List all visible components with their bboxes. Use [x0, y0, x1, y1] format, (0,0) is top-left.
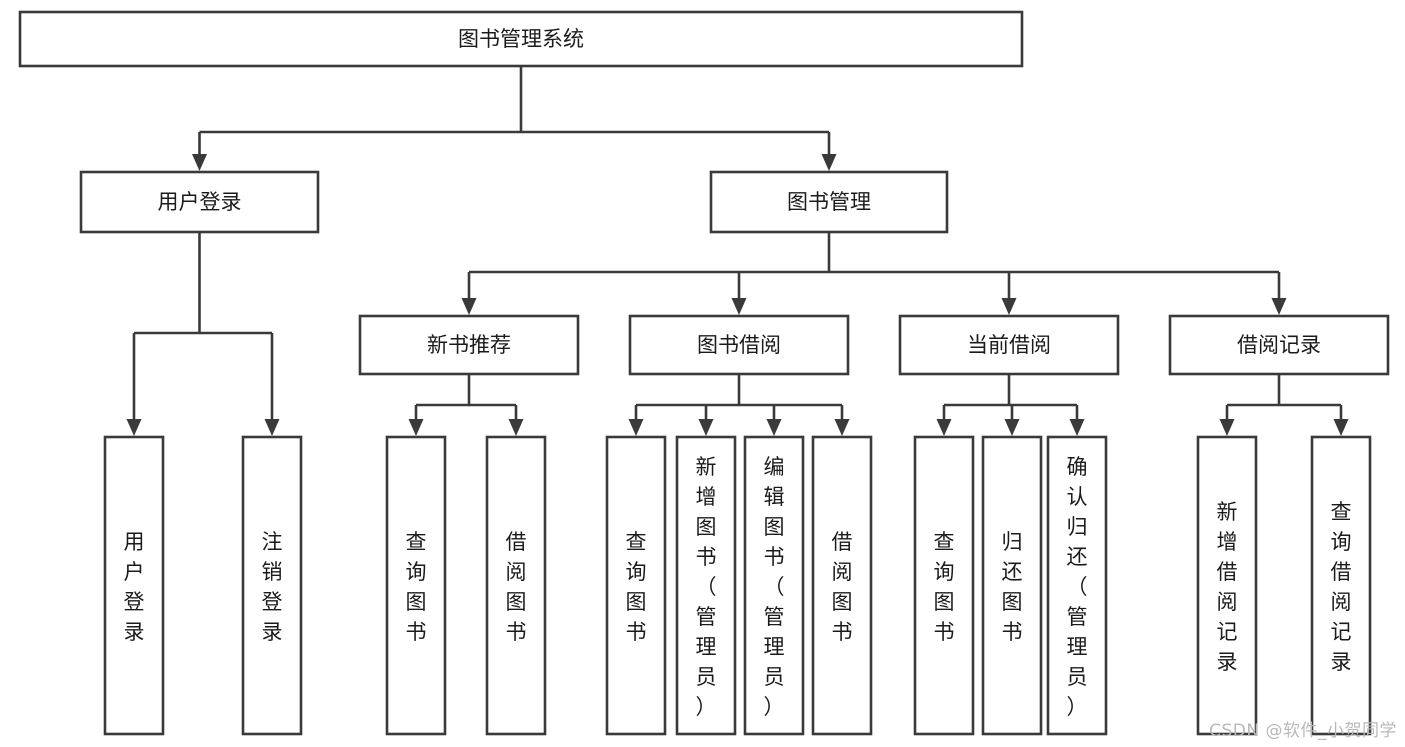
- node-label: 借阅记录: [1237, 333, 1321, 357]
- connector-group-borrow-record: [1219, 374, 1349, 436]
- node-leaf-user-login[interactable]: 用户登录: [103, 435, 165, 736]
- node-leaf-add-book[interactable]: 新增图书（管理员）: [675, 435, 737, 736]
- node-leaf-query-book-3[interactable]: 查询图书: [913, 435, 975, 736]
- node-leaf-edit-book[interactable]: 编辑图书（管理员）: [743, 435, 805, 736]
- node-label: 新增图书（管理员）: [696, 455, 717, 719]
- node-label: 图书管理系统: [458, 27, 584, 51]
- node-label: 图书管理: [787, 190, 871, 214]
- node-label: 借阅图书: [506, 530, 527, 644]
- connector-group-user-login: [126, 232, 280, 436]
- node-label: 用户登录: [158, 190, 242, 214]
- node-user-login[interactable]: 用户登录: [79, 170, 320, 234]
- node-current-borrow[interactable]: 当前借阅: [898, 314, 1120, 376]
- connector-group-book-manage: [461, 232, 1287, 315]
- connector-group-root: [192, 66, 837, 171]
- connector-group-current-borrow: [936, 374, 1085, 436]
- node-leaf-borrow-book-2[interactable]: 借阅图书: [811, 435, 873, 736]
- node-label: 编辑图书（管理员）: [764, 455, 785, 719]
- node-book-manage[interactable]: 图书管理: [709, 170, 949, 234]
- node-label: 归还图书: [1002, 530, 1023, 644]
- node-leaf-borrow-book-1[interactable]: 借阅图书: [485, 435, 547, 736]
- node-label: 图书借阅: [697, 333, 781, 357]
- node-leaf-confirm-return[interactable]: 确认归还（管理员）: [1046, 435, 1108, 736]
- node-label: 新书推荐: [427, 333, 511, 357]
- connector-layer: [126, 66, 1349, 436]
- node-label: 查询借阅记录: [1331, 500, 1352, 674]
- node-label: 借阅图书: [832, 530, 853, 644]
- node-root[interactable]: 图书管理系统: [18, 10, 1024, 68]
- connector-group-book-borrow: [628, 374, 850, 436]
- node-label: 新增借阅记录: [1217, 500, 1238, 674]
- connector-group-new-book-rec: [408, 374, 524, 436]
- csdn-watermark: CSDN @软件_小贺同学: [1209, 721, 1397, 741]
- node-borrow-record[interactable]: 借阅记录: [1168, 314, 1390, 376]
- node-label: 查询图书: [406, 530, 427, 644]
- node-new-book-rec[interactable]: 新书推荐: [358, 314, 580, 376]
- node-leaf-user-logout[interactable]: 注销登录: [241, 435, 303, 736]
- node-label: 当前借阅: [967, 333, 1051, 357]
- node-leaf-add-record[interactable]: 新增借阅记录: [1196, 435, 1258, 736]
- node-leaf-query-book-1[interactable]: 查询图书: [385, 435, 447, 736]
- node-label: 注销登录: [262, 530, 283, 644]
- node-layer: 图书管理系统用户登录图书管理新书推荐图书借阅当前借阅借阅记录用户登录注销登录查询…: [18, 10, 1390, 736]
- node-book-borrow[interactable]: 图书借阅: [628, 314, 850, 376]
- node-label: 查询图书: [626, 530, 647, 644]
- node-label: 用户登录: [124, 530, 145, 644]
- node-leaf-query-book-2[interactable]: 查询图书: [605, 435, 667, 736]
- node-leaf-query-record[interactable]: 查询借阅记录: [1310, 435, 1372, 736]
- node-leaf-return-book[interactable]: 归还图书: [981, 435, 1043, 736]
- node-label: 确认归还（管理员）: [1067, 455, 1088, 719]
- node-label: 查询图书: [934, 530, 955, 644]
